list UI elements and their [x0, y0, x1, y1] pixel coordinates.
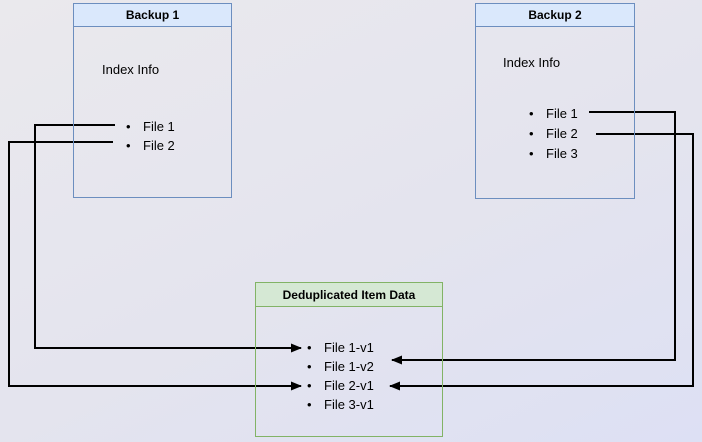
list-item-file1: File 1	[529, 104, 578, 124]
backup1-file-list: File 1 File 2	[126, 117, 175, 155]
list-item-file1v2: File 1-v2	[307, 357, 374, 376]
backup2-file-list: File 1 File 2 File 3	[529, 104, 578, 164]
backup1-box: Backup 1 Index Info File 1 File 2	[73, 3, 232, 198]
backup1-index-info-label: Index Info	[102, 62, 160, 77]
backup2-header: Backup 2	[476, 4, 634, 27]
list-item-file1v1: File 1-v1	[307, 338, 374, 357]
backup1-header: Backup 1	[74, 4, 231, 27]
dedup-file-list: File 1-v1 File 1-v2 File 2-v1 File 3-v1	[307, 338, 374, 414]
list-item-file3v1: File 3-v1	[307, 395, 374, 414]
list-item-file2v1: File 2-v1	[307, 376, 374, 395]
backup1-title: Backup 1	[125, 8, 180, 22]
list-item-file2: File 2	[126, 136, 175, 155]
backup2-box: Backup 2 Index Info File 1 File 2 File 3	[475, 3, 635, 199]
deduplicated-item-data-box: Deduplicated Item Data File 1-v1 File 1-…	[255, 282, 443, 437]
dedup-header: Deduplicated Item Data	[256, 283, 442, 307]
list-item-file2: File 2	[529, 124, 578, 144]
backup2-index-info-label: Index Info	[503, 55, 561, 70]
list-item-file1: File 1	[126, 117, 175, 136]
backup2-title: Backup 2	[528, 8, 582, 22]
list-item-file3: File 3	[529, 144, 578, 164]
dedup-title: Deduplicated Item Data	[282, 287, 416, 302]
